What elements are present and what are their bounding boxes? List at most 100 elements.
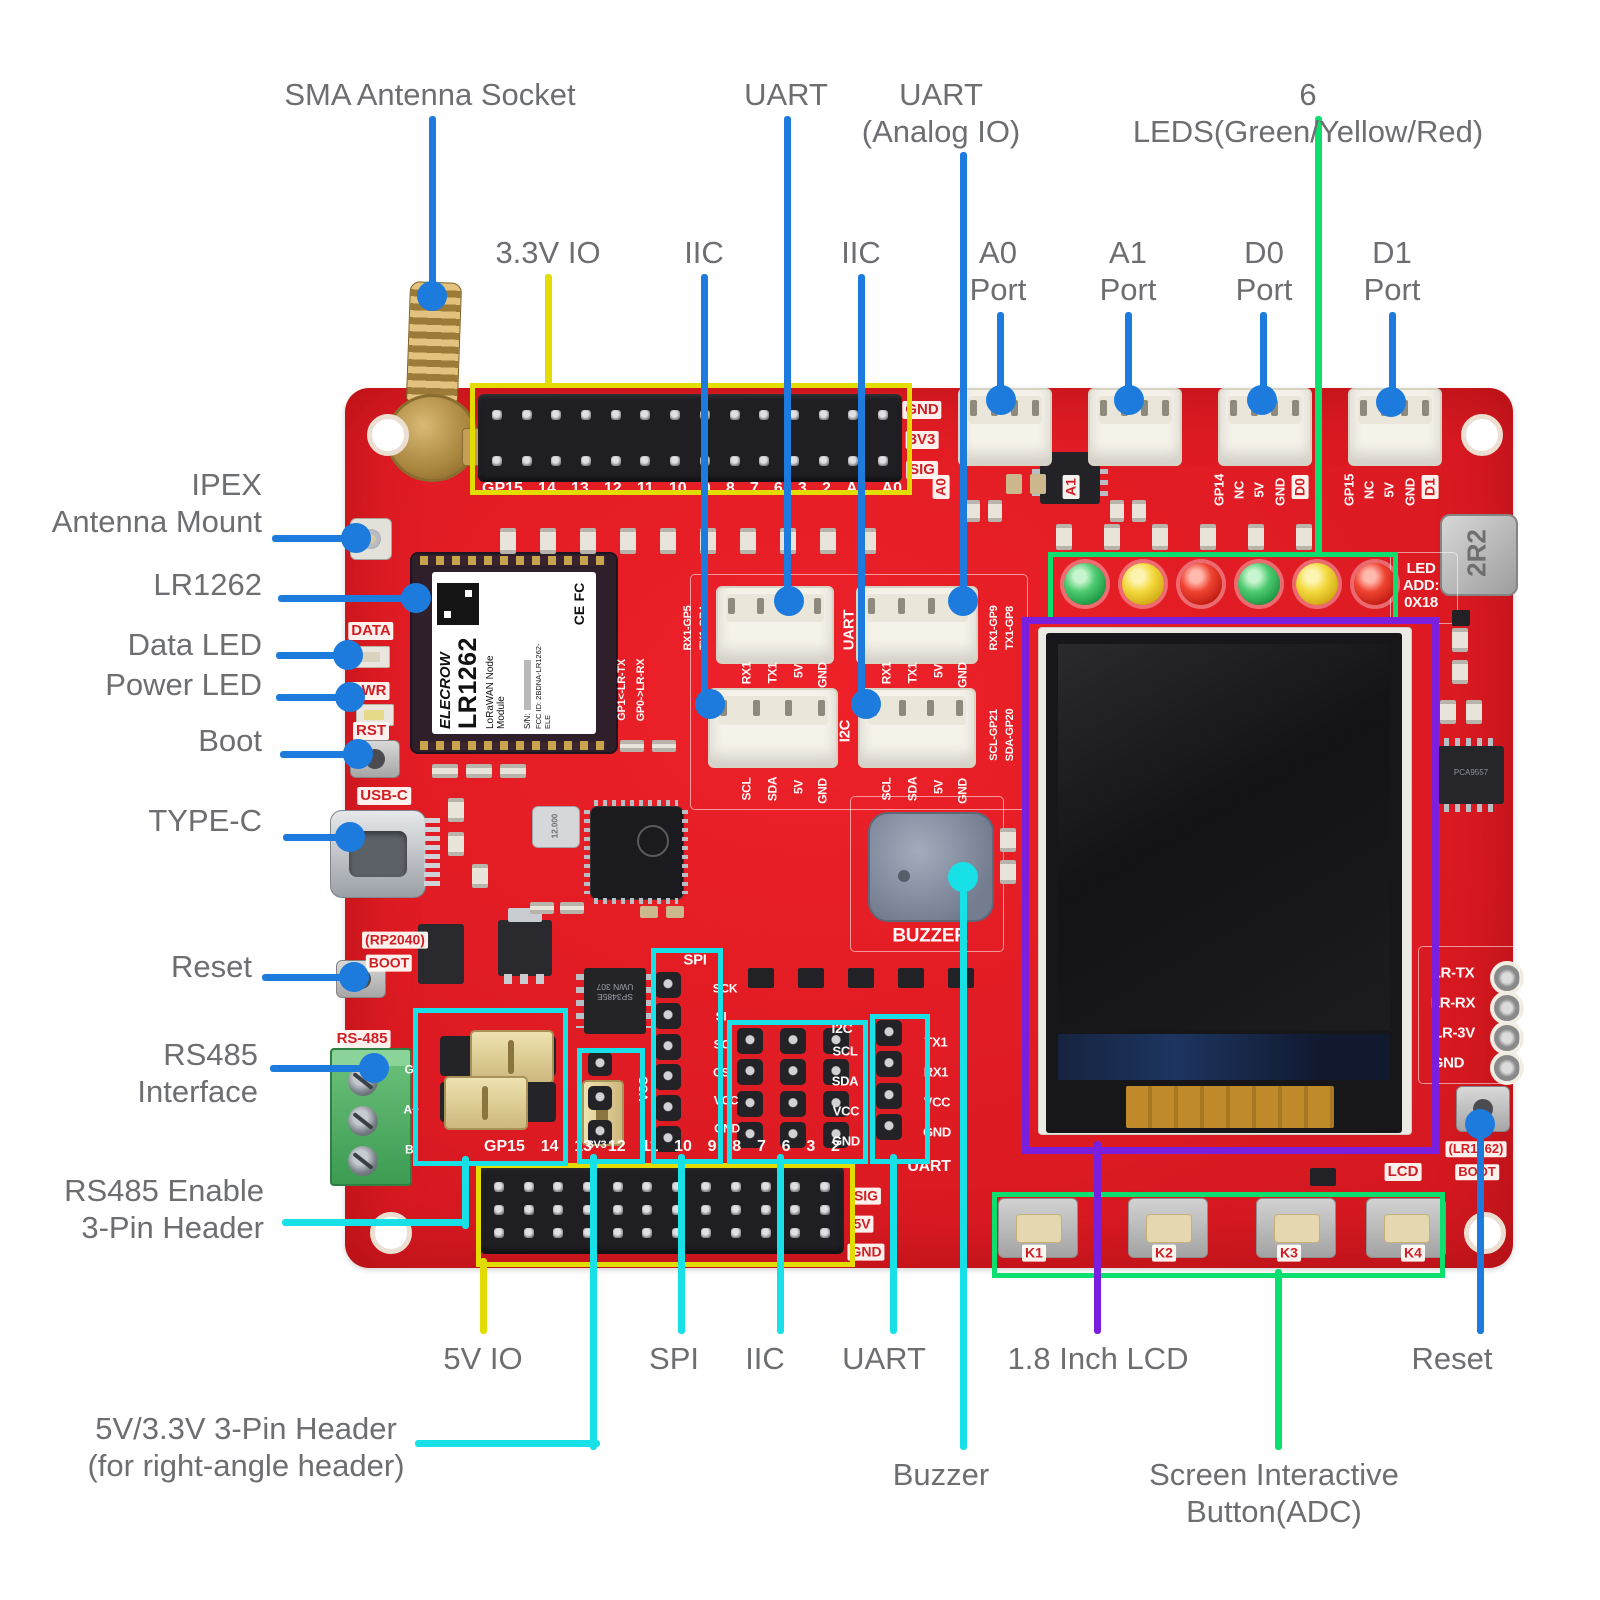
silkscreen-uart: UART bbox=[907, 1158, 951, 1176]
header-pin bbox=[731, 1205, 742, 1215]
silkscreen-sda: SDA bbox=[905, 776, 920, 802]
pin-number: A1 bbox=[845, 480, 867, 497]
silkscreen-tx1-gp8: TX1-GP8 bbox=[1003, 606, 1016, 650]
header-pin bbox=[610, 410, 621, 420]
through-hole-pin bbox=[780, 1122, 806, 1148]
sp3485-pins-right bbox=[646, 974, 654, 1028]
screen-button-actuator bbox=[1274, 1214, 1320, 1243]
smd-resistor bbox=[1248, 524, 1264, 550]
silkscreen-g: G bbox=[404, 1062, 414, 1077]
header-pin bbox=[671, 1182, 682, 1192]
smd-resistor bbox=[432, 764, 458, 778]
jst-pin bbox=[814, 598, 821, 614]
silkscreen-gnd: GND bbox=[1272, 478, 1288, 506]
header-pin bbox=[699, 410, 710, 420]
silkscreen-3v3: 3V3 bbox=[587, 1138, 607, 1151]
header-pin bbox=[848, 410, 859, 420]
jst-slot bbox=[866, 594, 968, 623]
header-pin bbox=[492, 456, 502, 466]
screen-button-actuator bbox=[1384, 1214, 1430, 1243]
silkscreen-k4: K4 bbox=[1401, 1244, 1425, 1262]
pin-number: 8 bbox=[725, 480, 735, 497]
silkscreen-gp0-lr-rx: GP0->LR-RX bbox=[634, 658, 647, 722]
through-hole-pin bbox=[737, 1090, 763, 1117]
header-pin bbox=[553, 1205, 564, 1215]
silkscreen-3v3: 3V3 bbox=[905, 431, 939, 449]
silkscreen-rx1: RX1 bbox=[879, 661, 894, 685]
pin-number: GP15 bbox=[484, 1138, 525, 1155]
silkscreen-vcc: VCC bbox=[636, 1076, 651, 1102]
silkscreen-d1: D1 bbox=[1421, 475, 1439, 499]
smd-resistor bbox=[820, 528, 836, 554]
pin-number: 12 bbox=[603, 480, 622, 497]
header-pin bbox=[820, 1228, 830, 1238]
lr1262-module: ELECROW LR1262 LoRaWAN Node Module S/N: … bbox=[410, 552, 618, 754]
header-pin bbox=[612, 1228, 623, 1238]
jst-pin bbox=[1230, 400, 1237, 416]
smd-resistor bbox=[580, 528, 596, 554]
header-pin bbox=[760, 1205, 771, 1215]
header-pin bbox=[582, 1182, 593, 1192]
header-pin bbox=[790, 1205, 801, 1215]
through-hole-pin bbox=[876, 1051, 902, 1078]
smd-resistor bbox=[860, 528, 876, 554]
screen-button-actuator bbox=[1146, 1214, 1192, 1243]
jst-pin bbox=[1100, 400, 1107, 416]
silkscreen-sck: SCK bbox=[712, 981, 738, 996]
jst-pin bbox=[990, 400, 998, 416]
header-pin bbox=[671, 1228, 682, 1238]
jst-pin bbox=[956, 700, 963, 716]
sp3485-pins-left bbox=[576, 974, 584, 1028]
status-led-red bbox=[1180, 563, 1222, 605]
silkscreen-gnd: GND bbox=[1431, 1054, 1465, 1072]
io-expander-label: PCA9557 bbox=[1453, 768, 1489, 777]
silkscreen-i2c: I2C bbox=[831, 1020, 853, 1037]
mounting-hole bbox=[370, 1212, 412, 1254]
rs485-jumper-cap-2 bbox=[444, 1076, 528, 1130]
through-hole-pin bbox=[655, 1095, 681, 1122]
jst-pin bbox=[870, 700, 877, 716]
silkscreen-scl-gp21: SCL-GP21 bbox=[987, 709, 1000, 761]
silkscreen-rx1: RX1 bbox=[923, 1064, 949, 1080]
silkscreen-rst: RST bbox=[353, 722, 389, 740]
silkscreen-vcc: VCC bbox=[923, 1094, 951, 1110]
jst-slot bbox=[1358, 396, 1432, 425]
smd-transistor bbox=[898, 968, 924, 988]
silkscreen-5v: 5V bbox=[791, 779, 806, 795]
through-hole-pin bbox=[823, 1028, 849, 1054]
silkscreen-gnd: GND bbox=[832, 1133, 860, 1149]
smd-resistor bbox=[472, 864, 488, 888]
silkscreen-gnd: GND bbox=[923, 1124, 951, 1140]
smd-transistor bbox=[798, 968, 824, 988]
jst-pin bbox=[1401, 400, 1409, 416]
through-hole-pin bbox=[823, 1090, 849, 1117]
silkscreen-spi: SPI bbox=[683, 951, 707, 969]
status-led-yellow bbox=[1296, 563, 1338, 605]
silkscreen-gnd: GND bbox=[955, 662, 970, 688]
through-hole-pin bbox=[780, 1059, 806, 1086]
silkscreen-k3: K3 bbox=[1277, 1244, 1301, 1262]
mounting-hole bbox=[367, 414, 409, 456]
smd-resistor bbox=[740, 528, 756, 554]
silkscreen-gnd: GND bbox=[714, 1121, 740, 1136]
lcd-flex-connector bbox=[1126, 1086, 1334, 1128]
header-pin bbox=[523, 1228, 534, 1238]
silkscreen-tx1: TX1 bbox=[765, 662, 780, 684]
soic8-pins-right bbox=[1100, 458, 1108, 498]
smd-resistor bbox=[1200, 524, 1216, 550]
silkscreen-vcc: VCC bbox=[713, 1093, 739, 1108]
header-pin bbox=[581, 410, 592, 420]
smd-resistor bbox=[448, 798, 464, 822]
header-pin bbox=[551, 456, 562, 466]
silkscreen-gp14: GP14 bbox=[1211, 473, 1227, 507]
terminal-screw-2 bbox=[348, 1106, 378, 1136]
module-label: ELECROW LR1262 LoRaWAN Node Module S/N: … bbox=[432, 572, 596, 734]
header-pin bbox=[701, 1228, 712, 1238]
smd-resistor bbox=[1132, 500, 1146, 522]
smd-transistor bbox=[948, 968, 974, 988]
lr-signal-hole bbox=[1490, 991, 1524, 1025]
header-pin bbox=[670, 410, 681, 420]
header-pin bbox=[642, 1228, 653, 1238]
silkscreen-sda: SDA bbox=[831, 1073, 859, 1089]
header-pin bbox=[581, 456, 592, 466]
